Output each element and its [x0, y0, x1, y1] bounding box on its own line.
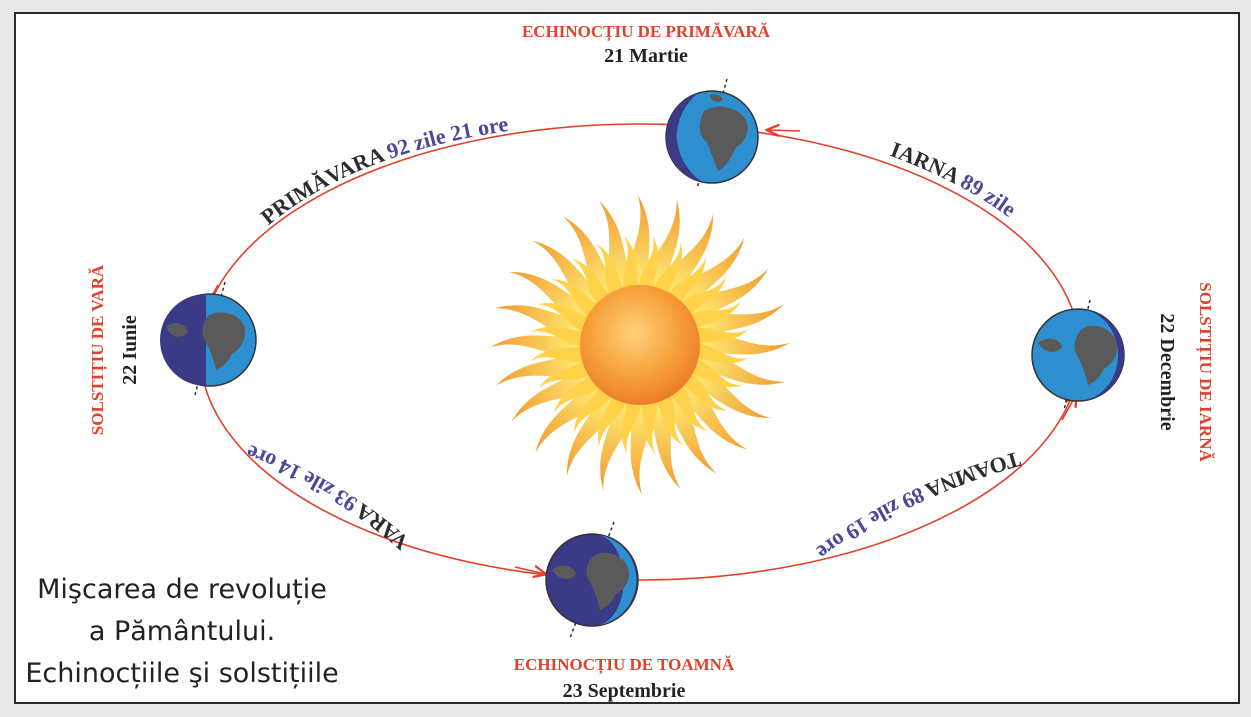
sun-ray-inner [687, 301, 742, 332]
earth-summer-icon [160, 281, 257, 396]
summer-solstice-title: SOLSTIȚIU DE VARĂ [88, 264, 108, 435]
sun-ray-inner [621, 398, 641, 455]
winter-solstice-date: 22 Decembrie [1156, 313, 1178, 430]
sun-ray-outer [532, 240, 609, 314]
sun-ray-inner [551, 279, 602, 318]
summer-solstice-date: 22 Iunie [119, 315, 141, 385]
caption-line-3: Echinocțiile şi solstițiile [25, 658, 338, 689]
earth-autumn-icon [545, 521, 639, 639]
sun-ray-inner [639, 398, 657, 454]
earth-spring-icon [665, 78, 759, 190]
sun-ray-inner [537, 303, 593, 332]
sun-ray-outer [671, 376, 748, 450]
orbit-arrow-summer-to-autumn [514, 567, 545, 574]
spring-equinox-title: ECHINOCȚIU DE PRIMĂVARĂ [522, 22, 771, 42]
sun-icon [490, 195, 790, 495]
sun-ray-inner [639, 235, 659, 292]
sun-ray-inner [623, 236, 641, 292]
sun-ray-inner [693, 344, 750, 364]
sun-ray-inner [653, 392, 684, 447]
sun-ray-inner [598, 392, 627, 448]
season-autumn-label: TOAMNA 89 zile 19 ore [812, 447, 1024, 566]
sun-ray-inner [667, 383, 709, 432]
sun-ray-inner [574, 383, 613, 434]
spring-equinox-date: 21 Martie [604, 45, 688, 67]
sun-ray-inner [678, 276, 727, 318]
sun-ray-inner [571, 258, 613, 307]
sun-ray-inner [693, 328, 749, 346]
winter-solstice-title: SOLSTIȚIU DE IARNĂ [1195, 282, 1215, 462]
sun-ray-inner [678, 372, 729, 411]
caption-line-1: Mişcarea de revoluție [37, 574, 327, 605]
season-summer-label: VARA 93 zile 14 ore [242, 440, 413, 555]
season-winter-label: IARNA 89 zile [887, 137, 1021, 222]
sun-ray-outer [535, 376, 609, 453]
sun-ray-inner [538, 358, 593, 389]
sun-ray-inner [653, 242, 682, 298]
caption-line-2: a Pământului. [89, 616, 275, 647]
sun-ray-outer [671, 237, 745, 314]
earth-winter-icon [1031, 299, 1125, 411]
autumn-equinox-title: ECHINOCȚIU DE TOAMNĂ [514, 655, 735, 675]
sun-ray-inner [553, 372, 602, 414]
sun-ray-inner [667, 256, 706, 307]
sun-ray-inner [530, 326, 587, 346]
sun-ray-inner [687, 358, 743, 387]
sun-ray-inner [596, 243, 627, 298]
orbit-arrow-winter-to-spring [768, 130, 801, 131]
season-spring-label: PRIMĂVARA 92 zile 21 ore [256, 111, 510, 230]
autumn-equinox-date: 23 Septembrie [563, 680, 686, 702]
sun-ray-inner [531, 344, 587, 362]
